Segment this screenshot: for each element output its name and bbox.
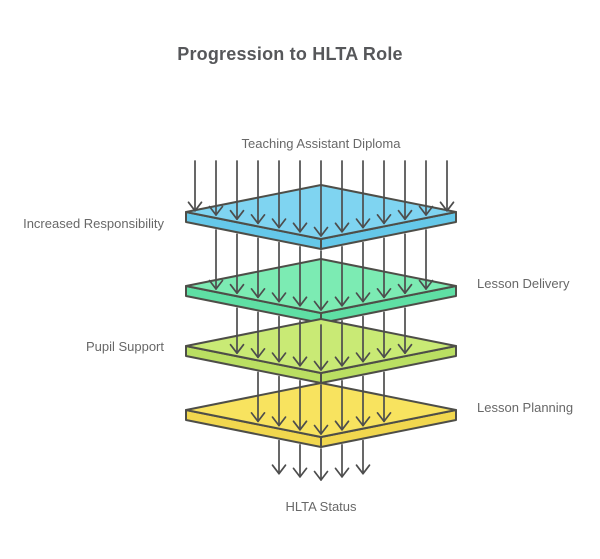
flow-arrowhead: [313, 300, 329, 311]
flow-arrowhead: [376, 214, 392, 225]
flow-arrowhead: [313, 226, 329, 237]
flow-arrowhead: [292, 420, 308, 431]
flow-arrowhead: [439, 201, 455, 212]
flow-arrowhead: [355, 352, 371, 363]
layer-label-pupil-support: Pupil Support: [85, 339, 164, 354]
flow-arrowhead: [355, 292, 371, 303]
flow-arrowhead: [313, 360, 329, 371]
flow-arrowhead: [292, 296, 308, 307]
flow-arrowhead: [250, 412, 266, 423]
layer-label-increased-responsibility: Increased Responsibility: [23, 216, 164, 231]
flow-arrowhead: [208, 279, 224, 290]
flow-arrowhead: [187, 201, 203, 212]
flow-arrowhead: [208, 205, 224, 216]
flow-arrowhead: [397, 209, 413, 221]
flow-arrowhead: [313, 424, 329, 435]
flow-arrowhead: [334, 420, 350, 431]
flow-arrowhead: [250, 214, 266, 225]
flow-arrowhead: [418, 279, 434, 290]
flow-arrowhead: [229, 283, 245, 295]
flow-arrowhead: [418, 205, 434, 216]
input-label: Teaching Assistant Diploma: [241, 136, 401, 151]
flow-arrowhead: [334, 296, 350, 307]
flow-arrowhead: [376, 348, 392, 359]
flow-arrowhead: [397, 283, 413, 295]
flow-arrowhead: [397, 343, 413, 355]
flow-arrowhead: [292, 467, 308, 478]
flow-arrowhead: [250, 348, 266, 359]
flow-arrowhead: [229, 343, 245, 355]
layer-label-lesson-planning: Lesson Planning: [477, 400, 574, 415]
flow-arrowhead: [271, 416, 287, 427]
flow-arrowhead: [376, 412, 392, 423]
flow-arrowhead: [334, 467, 350, 478]
flow-arrowhead: [271, 464, 287, 475]
flow-arrowhead: [313, 470, 329, 481]
flow-arrowhead: [355, 464, 371, 475]
flow-arrowhead: [334, 222, 350, 233]
flow-arrowhead: [334, 356, 350, 367]
page-title: Progression to HLTA Role: [177, 44, 403, 64]
flow-arrowhead: [355, 218, 371, 229]
flow-arrowhead: [355, 416, 371, 427]
flow-arrowhead: [292, 222, 308, 233]
output-label: HLTA Status: [285, 499, 357, 514]
flow-arrowhead: [229, 209, 245, 221]
flow-arrowhead: [271, 292, 287, 303]
flow-arrowhead: [376, 288, 392, 299]
flow-arrowhead: [292, 356, 308, 367]
layer-label-lesson-delivery: Lesson Delivery: [477, 276, 570, 291]
flow-arrowhead: [271, 218, 287, 229]
flow-arrowhead: [271, 352, 287, 363]
flow-arrowhead: [250, 288, 266, 299]
